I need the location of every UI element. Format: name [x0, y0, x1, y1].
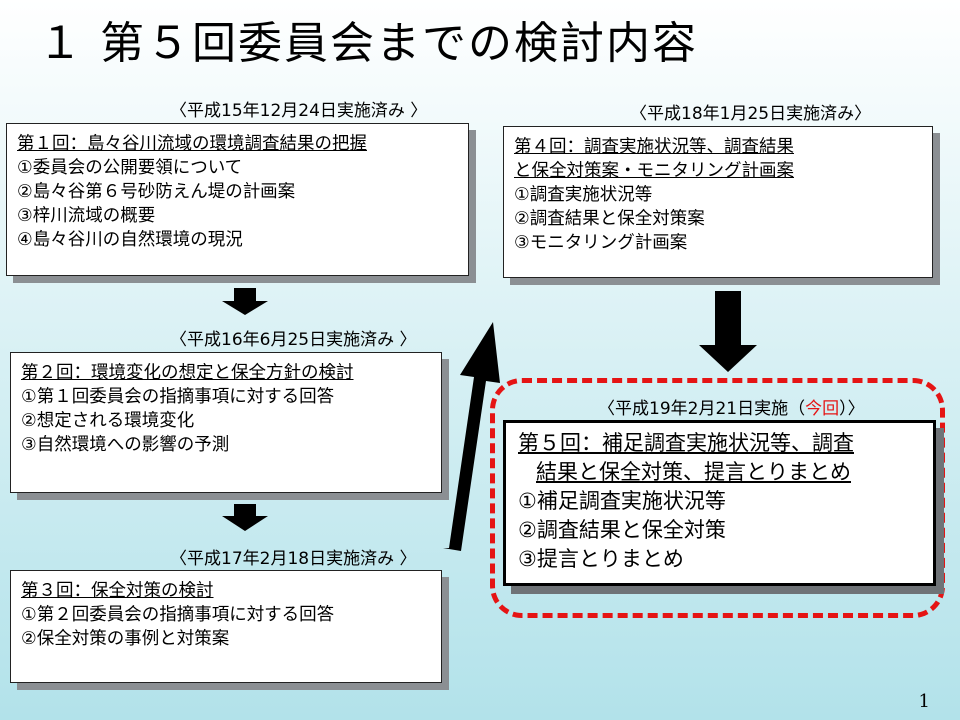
meeting-3-item: ②保全対策の事例と対策案: [21, 629, 230, 649]
down-arrow-icon: [222, 504, 268, 531]
meeting-1-item: ④島々谷川の自然環境の現況: [17, 230, 243, 250]
meeting-4-item: ③モニタリング計画案: [514, 233, 688, 253]
meeting-5-item: ③提言とりまとめ: [518, 547, 684, 571]
meeting-4-item: ①調査実施状況等: [514, 185, 653, 205]
up-arrow-icon: [443, 322, 500, 551]
meeting-4-heading-line1: 第４回：調査実施状況等、調査結果: [514, 137, 794, 157]
meeting-5-date-prefix: 〈平成19年2月21日実施（: [598, 399, 806, 419]
meeting-5-date-suffix: ）〉: [839, 399, 865, 419]
meeting-5-heading-line1: 第５回：補足調査実施状況等、調査: [518, 431, 854, 455]
meeting-2-date: 〈平成16年6月25日実施済み 〉: [170, 330, 417, 350]
meeting-1-box: 第１回：島々谷川流域の環境調査結果の把握 ①委員会の公開要領について ②島々谷第…: [6, 123, 469, 276]
meeting-2-item: ①第１回委員会の指摘事項に対する回答: [21, 387, 335, 407]
meeting-2-heading: 第２回：環境変化の想定と保全方針の検討: [21, 363, 354, 383]
current-meeting-highlight: [490, 378, 945, 618]
meeting-5-heading-line2: 結果と保全対策、提言とりまとめ: [536, 460, 851, 484]
meeting-5-box: 第５回：補足調査実施状況等、調査 結果と保全対策、提言とりまとめ ①補足調査実施…: [503, 420, 936, 586]
meeting-4-box: 第４回：調査実施状況等、調査結果 と保全対策案・モニタリング計画案 ①調査実施状…: [503, 126, 933, 278]
meeting-2-item: ②想定される環境変化: [21, 411, 195, 431]
meeting-4-item: ②調査結果と保全対策案: [514, 209, 705, 229]
meeting-1-date: 〈平成15年12月24日実施済み 〉: [170, 101, 428, 121]
down-arrow-icon: [699, 291, 757, 372]
meeting-3-heading: 第３回：保全対策の検討: [21, 581, 214, 601]
meeting-2-box: 第２回：環境変化の想定と保全方針の検討 ①第１回委員会の指摘事項に対する回答 ②…: [10, 352, 442, 493]
meeting-3-date: 〈平成17年2月18日実施済み 〉: [170, 549, 417, 569]
meeting-1-item: ①委員会の公開要領について: [17, 158, 243, 178]
page-title: １ 第５回委員会までの検討内容: [38, 18, 698, 69]
page-number: 1: [918, 691, 930, 712]
meeting-5-date: 〈平成19年2月21日実施（今回）〉: [598, 394, 865, 419]
meeting-5-item: ②調査結果と保全対策: [518, 518, 726, 542]
meeting-1-item: ③梓川流域の概要: [17, 206, 156, 226]
meeting-5-item: ①補足調査実施状況等: [518, 489, 726, 513]
meeting-1-item: ②島々谷第６号砂防えん堤の計画案: [17, 182, 296, 202]
meeting-3-box: 第３回：保全対策の検討 ①第２回委員会の指摘事項に対する回答 ②保全対策の事例と…: [10, 570, 442, 683]
meeting-2-item: ③自然環境への影響の予測: [21, 435, 230, 455]
down-arrow-icon: [222, 288, 268, 315]
meeting-4-date: 〈平成18年1月25日実施済み〉: [630, 104, 872, 124]
meeting-4-heading-line2: と保全対策案・モニタリング計画案: [514, 161, 794, 181]
meeting-1-heading: 第１回：島々谷川流域の環境調査結果の把握: [17, 134, 367, 154]
current-badge: 今回: [805, 399, 840, 419]
meeting-3-item: ①第２回委員会の指摘事項に対する回答: [21, 605, 335, 625]
